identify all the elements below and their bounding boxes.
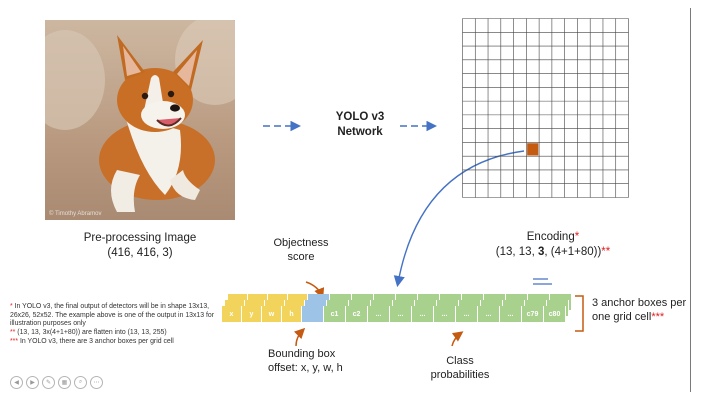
footnote-3: *** In YOLO v3, there are 3 anchor boxes… bbox=[10, 337, 174, 345]
footnote-1: * In YOLO v3, the final output of detect… bbox=[10, 303, 215, 328]
photo-watermark: © Timothy Abramov bbox=[49, 210, 101, 217]
vector-cell-10: ... bbox=[434, 306, 456, 322]
footnote-2: ** (13, 13, 3x(4+1+80)) are flatten into… bbox=[10, 329, 167, 337]
bbox-line2: offset: x, y, w, h bbox=[268, 362, 343, 374]
anchor-line2: one grid cell bbox=[592, 311, 652, 323]
vector-cell-1: y bbox=[242, 306, 262, 322]
output-grid bbox=[462, 18, 629, 198]
vector-cell-15: c80 bbox=[544, 306, 566, 322]
prev-slide-icon[interactable]: ◀ bbox=[10, 376, 23, 389]
vector-cell-4 bbox=[302, 306, 324, 322]
network-label: YOLO v3 Network bbox=[310, 110, 410, 140]
zoom-icon[interactable]: ⌕ bbox=[74, 376, 87, 389]
network-line1: YOLO v3 bbox=[335, 111, 385, 123]
footnotes: * In YOLO v3, the final output of detect… bbox=[10, 303, 222, 347]
slides-icon[interactable]: ▦ bbox=[58, 376, 71, 389]
vector-cell-2: w bbox=[262, 306, 282, 322]
encoding-label: Encoding* (13, 13, 3, (4+1+80))** bbox=[468, 230, 638, 260]
preprocess-caption: Pre-processing Image (416, 416, 3) bbox=[55, 231, 225, 261]
encoding-shape-bold: 3 bbox=[537, 246, 545, 258]
encoding-pointer-lines bbox=[533, 278, 552, 285]
vector-cell-9: ... bbox=[412, 306, 434, 322]
class-label: Class probabilities bbox=[420, 354, 500, 382]
encoding-title: Encoding bbox=[526, 231, 575, 243]
encoding-shape-suffix: , (4+1+80)) bbox=[544, 246, 602, 258]
vector-cell-5: c1 bbox=[324, 306, 346, 322]
vector-cell-0: x bbox=[222, 306, 242, 322]
input-photo: © Timothy Abramov bbox=[45, 20, 235, 220]
highlighted-grid-cell bbox=[527, 143, 539, 156]
vector-cell-14: c79 bbox=[522, 306, 544, 322]
vector-cell-6: c2 bbox=[346, 306, 368, 322]
class-line1: Class bbox=[446, 355, 474, 367]
bbox-line1: Bounding box bbox=[268, 348, 336, 360]
anchor-label: 3 anchor boxes per one grid cell*** bbox=[592, 296, 702, 324]
anchor-bracket bbox=[575, 295, 584, 332]
class-line2: probabilities bbox=[430, 369, 490, 381]
pen-icon[interactable]: ✎ bbox=[42, 376, 55, 389]
vector-cell-13: ... bbox=[500, 306, 522, 322]
bbox-label: Bounding box offset: x, y, w, h bbox=[268, 347, 368, 375]
preprocess-title: Pre-processing Image bbox=[83, 232, 197, 244]
vector-cell-7: ... bbox=[368, 306, 390, 322]
next-slide-icon[interactable]: ▶ bbox=[26, 376, 39, 389]
anchor-line1: 3 anchor boxes per bbox=[592, 297, 687, 309]
vector-cell-12: ... bbox=[478, 306, 500, 322]
encoding-shape-prefix: (13, 13, bbox=[495, 246, 538, 258]
objectness-label: Objectness score bbox=[273, 237, 329, 263]
vector-cell-8: ... bbox=[390, 306, 412, 322]
anchor-mark: *** bbox=[651, 311, 665, 323]
encoding-shape-mark: ** bbox=[601, 246, 611, 258]
more-icon[interactable]: ⋯ bbox=[90, 376, 103, 389]
vector-cell-11: ... bbox=[456, 306, 478, 322]
bbox-pointer bbox=[293, 327, 306, 347]
slide-border bbox=[690, 8, 691, 392]
network-line2: Network bbox=[337, 126, 383, 138]
class-pointer bbox=[451, 331, 464, 347]
encoding-title-mark: * bbox=[574, 231, 580, 243]
preprocess-shape: (416, 416, 3) bbox=[107, 247, 173, 259]
vector-cell-3: h bbox=[282, 306, 302, 322]
